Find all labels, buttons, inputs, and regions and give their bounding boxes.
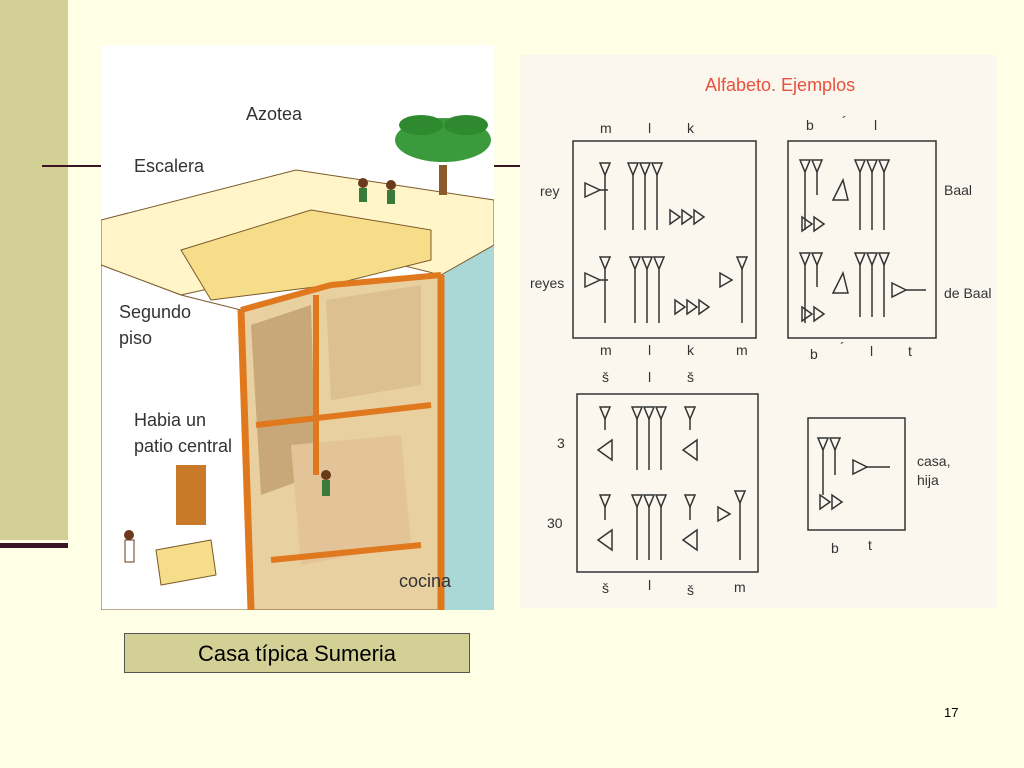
shin-row-bottom-letter: m — [734, 579, 746, 595]
mid-left-letter: k — [687, 342, 694, 358]
top-right-letter: b — [806, 117, 814, 133]
shin-row-top-letter: l — [648, 369, 652, 385]
header-rule-left — [42, 165, 104, 167]
side-bar-rule — [0, 543, 68, 548]
slide-page-number: 17 — [944, 705, 959, 720]
cuneiform-drawing — [572, 140, 937, 573]
label-rey: rey — [540, 183, 560, 199]
top-right-letter: l — [874, 117, 878, 133]
mid-right-letter: b — [810, 346, 818, 362]
house-drawing — [101, 115, 494, 610]
label-reyes: reyes — [530, 275, 565, 291]
top-left-letter: l — [648, 120, 652, 136]
mid-right-letter: ´ — [840, 339, 845, 355]
mid-left-letter: m — [736, 342, 748, 358]
label-de-baal: de Baal — [944, 285, 992, 301]
label-escalera: Escalera — [134, 156, 205, 176]
label-segundo-piso-line2: piso — [119, 328, 153, 348]
header-rule-right — [494, 165, 520, 167]
slide-side-bar — [0, 0, 68, 540]
mid-left-letter: m — [600, 342, 612, 358]
mid-right-letter: l — [870, 343, 874, 359]
sumerian-house-illustration: Azotea Escalera Segundo piso Habia un pa… — [101, 45, 494, 610]
label-patio-line2: patio central — [134, 436, 233, 456]
label-30: 30 — [547, 515, 563, 531]
top-right-letter: ´ — [842, 113, 847, 129]
top-left-letter: k — [687, 120, 694, 136]
shin-row-top-letter: š — [602, 369, 609, 385]
label-segundo-piso-line1: Segundo — [119, 302, 192, 322]
shin-row-bottom-letter: š — [602, 580, 609, 596]
label-cocina: cocina — [399, 571, 452, 591]
bt-letter: b — [831, 540, 839, 556]
top-left-letter: m — [600, 120, 612, 136]
bt-letter: t — [868, 537, 872, 553]
label-hija: hija — [917, 472, 939, 488]
alphabet-title: Alfabeto. Ejemplos — [705, 75, 856, 95]
label-baal: Baal — [944, 182, 973, 198]
mid-right-letter: t — [908, 343, 912, 359]
label-azotea: Azotea — [246, 104, 303, 124]
mid-left-letter: l — [648, 342, 652, 358]
shin-row-bottom-letter: l — [648, 577, 652, 593]
cuneiform-alphabet-examples: Alfabeto. Ejemplos m l k b ´ l rey reyes… — [520, 55, 997, 608]
label-patio-line1: Habia un — [134, 410, 207, 430]
shin-row-top-letter: š — [687, 369, 694, 385]
image-caption: Casa típica Sumeria — [124, 633, 470, 673]
shin-row-bottom-letter: š — [687, 582, 694, 598]
label-casa: casa, — [917, 453, 951, 469]
label-3: 3 — [557, 435, 565, 451]
